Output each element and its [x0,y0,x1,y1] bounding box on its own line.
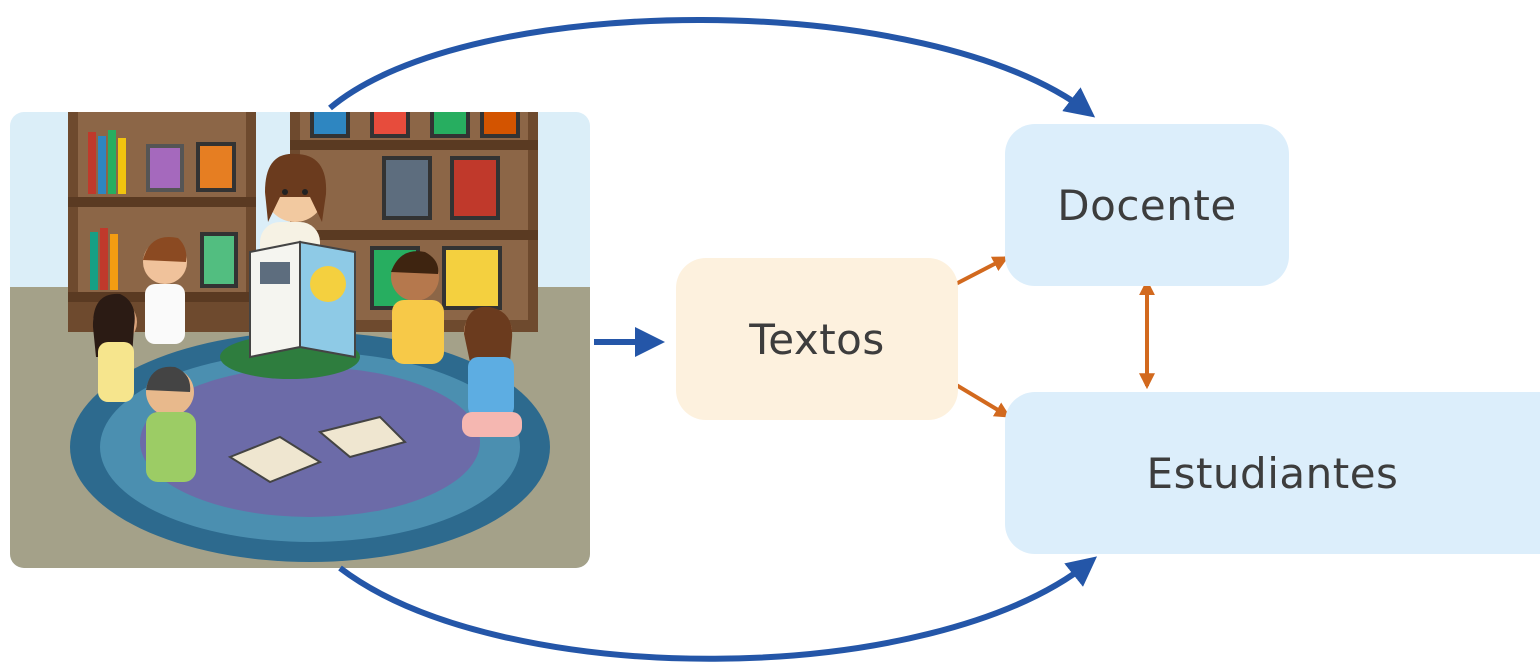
node-docente-label: Docente [1057,180,1237,230]
reading-circle-illustration [10,112,590,568]
node-estudiantes: Estudiantes [1005,392,1540,554]
double-arrow-textos-estudiantes [937,373,1011,418]
node-docente: Docente [1005,124,1289,286]
arrow-illustration-to-docente [328,17,1096,118]
arrow-illustration-to-estudiantes [338,556,1098,662]
node-textos-label: Textos [749,314,885,364]
node-textos: Textos [676,258,958,420]
classroom-scene-image [10,112,590,568]
node-estudiantes-label: Estudiantes [1146,448,1399,498]
